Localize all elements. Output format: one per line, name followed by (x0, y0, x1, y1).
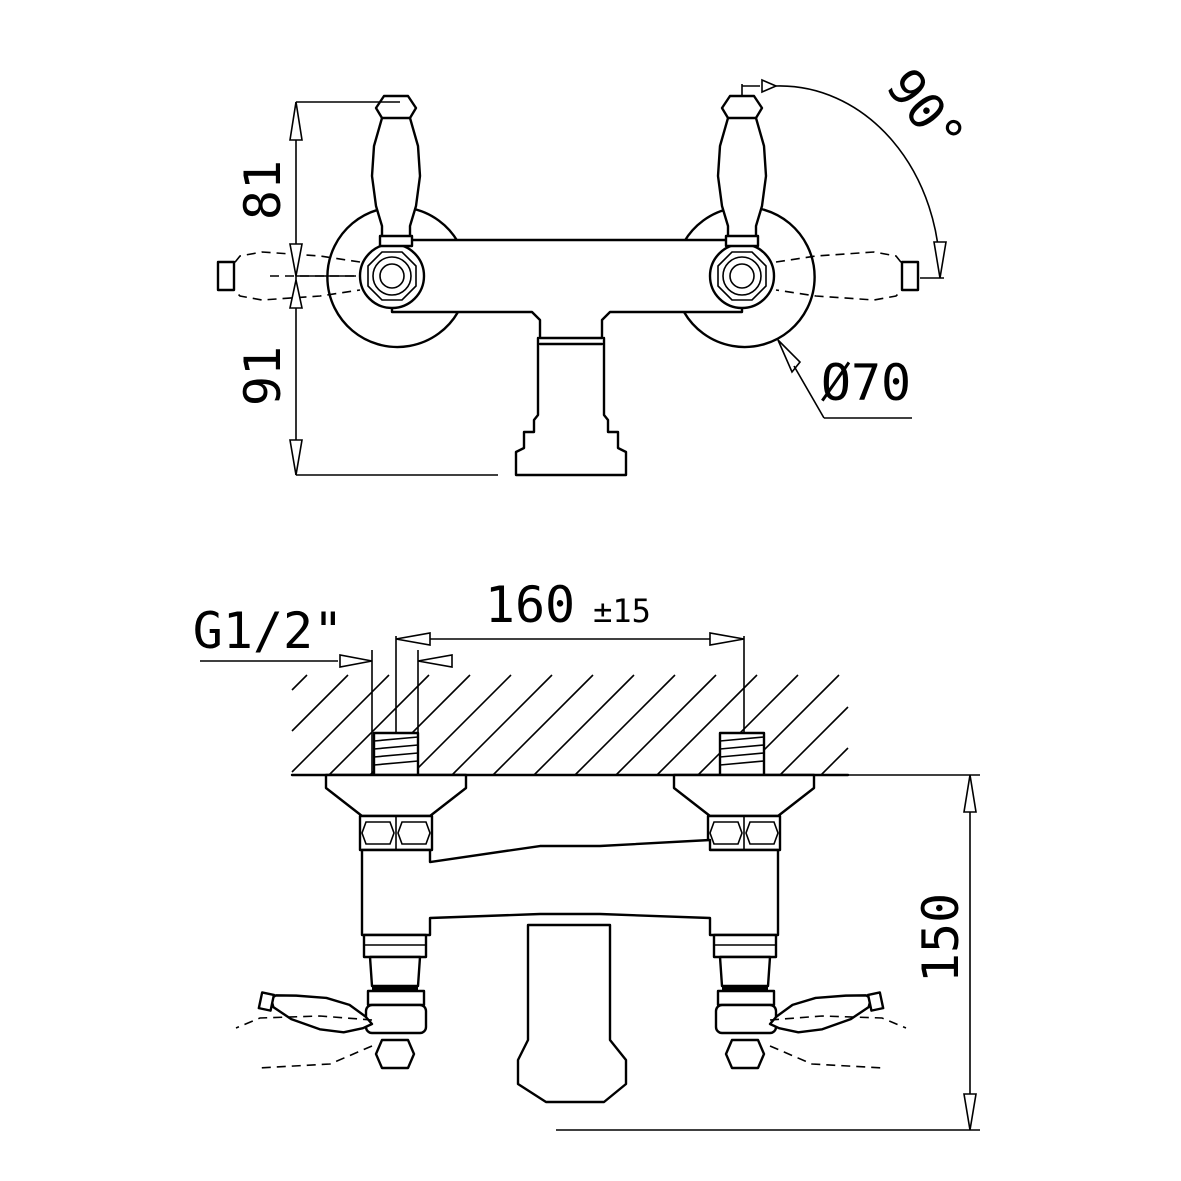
dim-thread-g12: G1/2" (193, 602, 344, 660)
wall-hatching (291, 674, 849, 776)
right-flange (672, 773, 816, 818)
front-body (360, 838, 780, 937)
right-lever-rotated (775, 251, 920, 301)
front-spout (516, 923, 628, 1104)
right-lever (716, 94, 768, 248)
left-lever-rotated (216, 251, 361, 301)
spout-column (514, 336, 628, 477)
left-nut (358, 814, 434, 852)
left-flange (324, 773, 468, 818)
left-valve-stem (362, 933, 428, 1070)
left-connector (372, 731, 420, 777)
left-lever (370, 94, 422, 248)
mixer-body (390, 238, 744, 340)
right-connector (718, 731, 766, 777)
left-valve-head (358, 242, 426, 310)
right-nut (706, 814, 782, 852)
dim-81: 81 (234, 160, 292, 220)
dim-tolerance-15: ±15 (593, 592, 651, 630)
front-view: G1/2" 160 ±15 150 (193, 576, 980, 1131)
angle-90: 90° (875, 58, 976, 165)
dim-diameter-70: Ø70 (821, 354, 911, 412)
right-valve-stem (712, 933, 778, 1070)
right-lever-front (765, 983, 887, 1041)
dim-160: 160 (485, 576, 575, 634)
dim-150: 150 (912, 893, 970, 983)
right-valve-head (708, 242, 776, 310)
left-lever-front (255, 983, 377, 1041)
top-view: 81 91 90° Ø70 (216, 58, 976, 477)
dim-91: 91 (234, 346, 292, 406)
